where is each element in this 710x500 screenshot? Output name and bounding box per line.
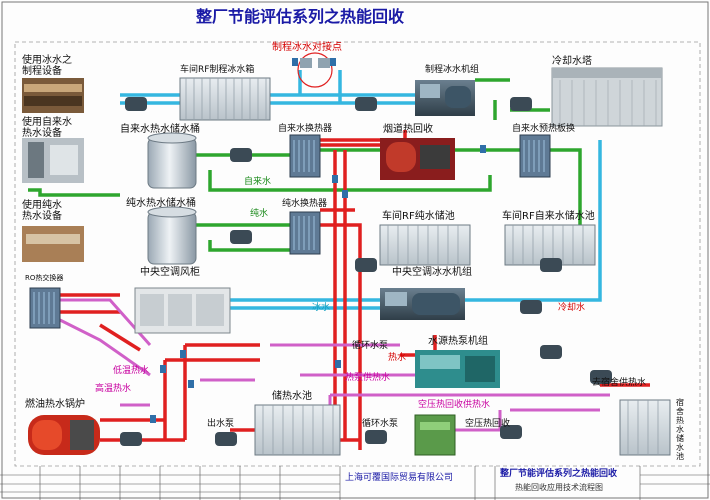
label-tap-tank: 自来水热水储水桶 [120, 124, 200, 135]
system-boundary [14, 41, 701, 467]
label-ro-hx: RO热交换器 [25, 274, 64, 282]
label-pure-water: 纯水 [250, 209, 269, 219]
label-dorm-tank: 宿舍热水储水池 [676, 398, 684, 461]
pure-heat-exchanger [289, 211, 321, 255]
label-circ-pump: 循环水泵 [352, 341, 389, 351]
label-circ-pump-2: 循环水泵 [362, 419, 399, 429]
hot-water-storage-pool [254, 404, 341, 456]
rf-pure-water-pool [379, 224, 471, 266]
label-ahu: 中央空调风柜 [140, 267, 200, 278]
page-title: 整厂节能评估系列之热能回收 [196, 7, 405, 26]
label-hot-water: 热水 [388, 353, 407, 363]
label-pure-hx: 纯水换热器 [282, 199, 328, 209]
pure-hot-water-tank [147, 211, 197, 265]
label-tap-equipment: 使用自来水 热水设备 [22, 117, 72, 139]
label-pure-tank: 纯水热水储水桶 [126, 198, 196, 209]
tap-heat-exchanger [289, 134, 321, 178]
tap-hot-water-tank [147, 137, 197, 189]
label-pure-equipment: 使用纯水 热水设备 [22, 200, 62, 222]
label-process-equipment: 使用冰水之 制程设备 [22, 55, 72, 77]
label-ac-recovery: 空压热回收供热水 [418, 400, 491, 410]
label-out-pump: 出水泵 [207, 419, 235, 429]
label-rf-tank: 车间RF制程冰水箱 [180, 65, 255, 75]
rf-ice-water-tank [179, 77, 271, 121]
label-tap-water: 自来水 [244, 177, 272, 187]
label-cooling-water: 冷却水 [558, 303, 586, 313]
label-connection-point: 制程冰水对接点 [272, 42, 342, 53]
company-name: 上海可覆国际贸易有限公司 [345, 473, 454, 483]
label-storage-pool: 储热水池 [272, 391, 312, 402]
pumps [120, 97, 612, 446]
label-cooling-tower: 冷却水塔 [552, 56, 592, 67]
label-tap-hx: 自来水换热器 [278, 124, 333, 134]
label-tap-preheat: 自来水预热板换 [512, 124, 576, 134]
label-dorm-supply: 去宿舍供热水 [592, 378, 647, 388]
label-ac-recovery-main: 空压热回收 [465, 419, 511, 429]
air-compressor-recovery [414, 414, 456, 456]
ice-water-pipes [120, 70, 602, 310]
ro-heat-exchanger [29, 287, 61, 329]
label-low-temp-hot: 低温热水 [113, 366, 150, 376]
label-high-temp-hot: 高温热水 [95, 384, 132, 394]
label-rf-pure-pool: 车间RF纯水储池 [382, 211, 455, 222]
label-central-chiller: 中央空调冰水机组 [392, 267, 472, 278]
process-equipment-image [22, 78, 84, 113]
title-block-grid [0, 466, 710, 500]
dorm-hot-water-tank [619, 399, 671, 456]
connection-point-circle [297, 52, 333, 88]
tap-preheat-exchanger [519, 134, 551, 178]
drawing-title: 整厂节能评估系列之热能回收 [500, 469, 618, 479]
label-oil-boiler: 燃油热水锅炉 [25, 399, 85, 410]
valves [150, 58, 486, 423]
label-ice-water: 冰水 [312, 303, 331, 313]
label-flue-recovery: 烟道热回收 [383, 124, 433, 135]
label-heat-pump: 水源热泵机组 [428, 336, 488, 347]
drawing-subtitle: 热能回收应用技术流程图 [515, 483, 603, 492]
label-hot-supply: 热泵供热水 [345, 373, 391, 383]
label-rf-tap-pool: 车间RF自来水储水池 [502, 211, 595, 222]
label-chiller-unit: 制程冰水机组 [425, 65, 480, 75]
